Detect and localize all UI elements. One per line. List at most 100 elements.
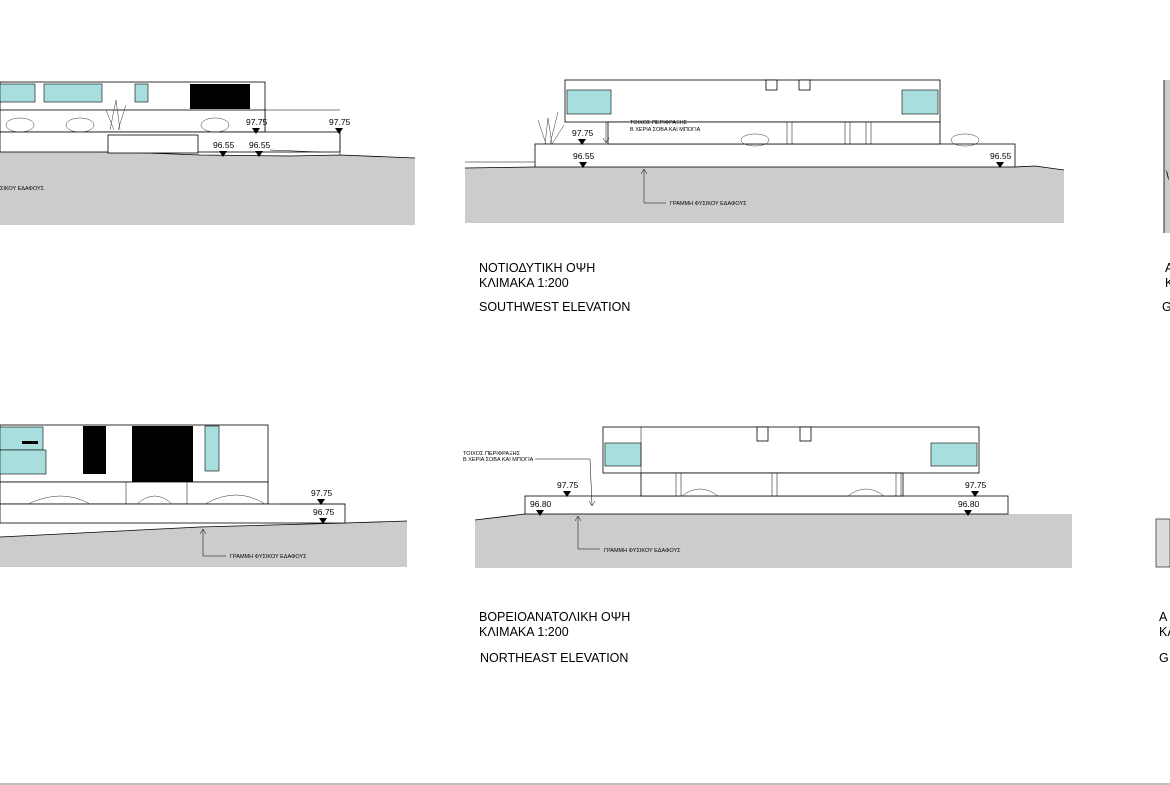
level-label: 96.55 [990,151,1012,161]
ground-line [0,520,408,538]
level-label: 96.55 [573,151,595,161]
window [43,83,103,103]
level-label: 96.55 [249,140,271,150]
ground-fill [465,166,1064,223]
window [765,79,778,91]
left-bottom-elevation: 97.75 96.75 ΓΡΑΜΜΗ ΦΥΣΙΚΟΥ ΕΔΑΦΟΥΣ [0,424,408,567]
window [0,83,36,103]
cropped-title-line: G [1159,651,1169,665]
shrub [200,117,230,133]
level-label: 96.55 [213,140,235,150]
level-marker-icon [578,139,586,145]
level-marker-icon [219,151,227,157]
shrub [740,133,770,147]
level-label: 96.75 [313,507,335,517]
ground-line-note: ΣΙΚΟΥ ΕΔΑΦΟΥΣ [0,186,45,192]
door-opening [83,426,106,474]
level-label: 96.80 [958,499,980,509]
level-marker-icon [335,128,343,134]
shrub [204,494,266,505]
building-volume [602,426,980,474]
level-label: 97.75 [246,117,268,127]
shrub [681,488,719,497]
elevation-title-greek: ΒΟΡΕΙΟΑΝΑΤΟΛΙΚΗ ΟΨΗ [479,610,630,624]
door-opening [190,84,250,109]
level-marker-icon [996,162,1004,168]
window [0,449,47,475]
window [0,426,44,451]
northeast-elevation: ΤΟΙΧΟΣ ΠΕΡΙΦΡΑΞΗΣ Β ΧΕΡΙΑ ΣΟΒΑ ΚΑΙ ΜΠΟΓΙ… [463,426,1072,665]
ground-floor-band [607,121,941,145]
level-marker-icon [971,491,979,497]
level-marker-icon [536,510,544,516]
window [134,83,149,103]
level-marker-icon [319,518,327,524]
shrub [847,488,885,497]
window [756,426,769,442]
southwest-elevation: ΤΟΙΧΟΣ ΠΕΡΙΦΡΑΞΗΣ Β ΧΕΡΙΑ ΣΟΒΑ ΚΑΙ ΜΠΟΓΙ… [464,79,1065,314]
wall-note: ΤΟΙΧΟΣ ΠΕΡΙΦΡΑΞΗΣ [463,451,521,457]
level-marker-icon [964,510,972,516]
cropped-title-line: Κ [1165,276,1170,290]
wall-note: Β ΧΕΡΙΑ ΣΟΒΑ ΚΑΙ ΜΠΟΓΙΑ [630,127,701,133]
terrace-wall [0,503,346,524]
window [604,442,642,467]
level-marker-icon [255,151,263,157]
ground-fill [1155,518,1170,568]
retaining-wall [524,495,1009,515]
level-label: 97.75 [572,128,594,138]
ground-line-note: ΓΡΑΜΜΗ ΦΥΣΙΚΟΥ ΕΔΑΦΟΥΣ [670,201,747,207]
window [204,425,220,472]
retaining-wall [534,143,1016,168]
ground-line-note: ΓΡΑΜΜΗ ΦΥΣΙΚΟΥ ΕΔΑΦΟΥΣ [604,548,681,554]
elevation-title-english: SOUTHWEST ELEVATION [479,300,630,314]
tree-shrub [105,99,127,131]
ground-line-note: ΓΡΑΜΜΗ ΦΥΣΙΚΟΥ ΕΔΑΦΟΥΣ [230,554,307,560]
ground-line [474,513,526,521]
wall-note: Β ΧΕΡΙΑ ΣΟΒΑ ΚΑΙ ΜΠΟΓΙΑ [463,457,534,463]
level-label: 97.75 [965,480,987,490]
shrub [65,117,95,133]
shrub [950,133,980,147]
window [566,89,612,115]
cropped-title-line: ΚΛ [1159,625,1170,639]
elevation-title-english: NORTHEAST ELEVATION [480,651,628,665]
ground-fill [0,150,415,225]
level-marker-icon [579,162,587,168]
ground-line [464,165,1065,171]
window [901,89,939,115]
shrub [27,495,91,505]
level-marker-icon [317,499,325,505]
level-marker-icon [252,128,260,134]
cropped-title-line: Α [1159,610,1168,624]
ground-floor-band [0,109,266,133]
shrub [5,117,35,133]
shrub [136,495,173,505]
cropped-title-line: G [1162,300,1170,314]
cropped-title-line: Α [1165,261,1170,275]
level-label: 96.80 [530,499,552,509]
elevation-title-greek: ΝΟΤΙΟΔΥΤΙΚΗ ΟΨΗ [479,261,595,275]
elevation-scale: ΚΛΙΜΑΚΑ 1:200 [479,276,569,290]
tree-shrub [537,111,565,145]
right-top-elevation: Α Κ G [1162,80,1170,314]
level-label: 97.75 [329,117,351,127]
window-detail [22,441,38,444]
ground-fill [1164,80,1170,233]
level-marker-icon [563,491,571,497]
ground-fill [0,521,407,567]
ground-fill [475,514,1072,568]
elevation-scale: ΚΛΙΜΑΚΑ 1:200 [479,625,569,639]
level-label: 97.75 [557,480,579,490]
ground-floor-band [0,481,269,505]
level-label: 97.75 [311,488,333,498]
window [799,426,812,442]
window [798,79,811,91]
planter [107,134,199,154]
building-volume [564,79,941,123]
wall-note: ΤΟΙΧΟΣ ΠΕΡΙΦΡΑΞΗΣ [630,120,688,126]
door-opening [132,426,193,482]
window [930,442,978,467]
left-top-elevation: 97.75 97.75 96.55 96.55 ΣΙΚΟΥ ΕΔΑΦΟΥΣ [0,81,416,225]
